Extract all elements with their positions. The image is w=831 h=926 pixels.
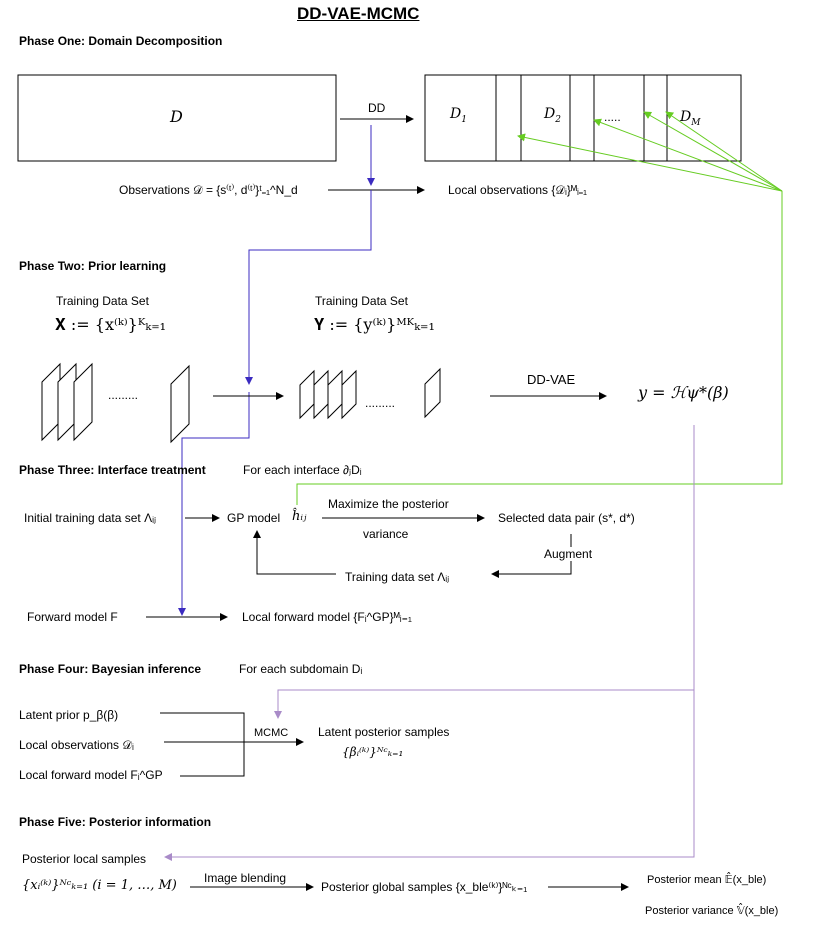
- phase1-heading: Phase One: Domain Decomposition: [19, 34, 223, 48]
- phase4-heading: Phase Four: Bayesian inference: [19, 662, 202, 676]
- augment-arrow: [491, 561, 572, 578]
- local-forward-label: Local forward model {Fᵢ^GP}ᴹᵢ₌₁: [242, 610, 412, 624]
- initial-training-label: Initial training data set Λᵢⱼ: [24, 511, 157, 525]
- y-sheets: [299, 367, 441, 420]
- local-observations-label: Local observations {𝒟ᵢ}ᴹᵢ₌₁: [448, 183, 588, 197]
- local-forward-gp-label: Local forward model Fᵢ^GP: [19, 768, 163, 782]
- blending-label: Image blending: [204, 871, 287, 885]
- variance-label: variance: [363, 527, 409, 541]
- observations-label: Observations 𝒟 = {s⁽ᵗ⁾, d⁽ᵗ⁾}ᵗ₌₁^N_d: [119, 183, 298, 197]
- y-dots: .........: [365, 396, 396, 410]
- training-set-label: Training data set Λᵢⱼ: [345, 570, 450, 584]
- augment-label: Augment: [544, 547, 593, 561]
- decomposition-path: [178, 125, 375, 616]
- subdomain-label: For each subdomain Dᵢ: [239, 662, 363, 676]
- gp-symbol: ĥᵢⱼ: [292, 509, 307, 524]
- generator-label: y = ℋψ*(β): [638, 383, 729, 402]
- gp-model-label: GP model: [227, 511, 281, 525]
- latent-posterior-label: Latent posterior samples: [318, 725, 450, 739]
- subdomain-2-label: D2: [544, 106, 561, 125]
- interface-label: For each interface ∂ⱼDᵢ: [243, 463, 362, 477]
- subdomain-container: [424, 74, 742, 162]
- phase5-heading: Phase Five: Posterior information: [19, 815, 212, 829]
- phase3-heading: Phase Three: Interface treatment: [19, 463, 206, 477]
- phase2-heading: Phase Two: Prior learning: [19, 259, 167, 273]
- x-dots: .........: [108, 388, 139, 402]
- latent-posterior-set: {βᵢ⁽ᵏ⁾}ᴺᶜₖ₌₁: [342, 745, 404, 759]
- train-y-set: 𝐘 := {y⁽ᵏ⁾}ᴹᴷₖ₌₁: [314, 315, 435, 334]
- posterior-variance-label: Posterior variance 𝕍̂(x_ble): [645, 905, 779, 917]
- subdomain-dots: .....: [604, 110, 621, 124]
- ddvae-label: DD-VAE: [527, 372, 576, 387]
- inputs-bracket: [160, 712, 304, 777]
- posterior-local-label: Posterior local samples: [22, 852, 147, 866]
- posterior-global-label: Posterior global samples {x_ble⁽ᵏ⁾}ᴺᶜₖ₌₁: [321, 880, 528, 894]
- subdomain-m-label: DM: [680, 109, 701, 128]
- posterior-local-set: {xᵢ⁽ᵏ⁾}ᴺᶜₖ₌₁ (i = 1, …, M): [22, 878, 177, 893]
- train-x-title: Training Data Set: [56, 294, 149, 308]
- generator-path: [164, 425, 695, 861]
- selected-pair-label: Selected data pair (s*, d*): [498, 511, 635, 525]
- domain-label: D: [170, 107, 183, 126]
- training-to-gp-arrow: [253, 530, 336, 575]
- maximize-label: Maximize the posterior: [328, 497, 449, 511]
- posterior-mean-label: Posterior mean 𝔼̂(x_ble): [647, 874, 767, 886]
- latent-prior-label: Latent prior p_β(β): [19, 708, 119, 722]
- x-sheets: [41, 362, 190, 444]
- forward-model-label: Forward model F: [27, 610, 118, 624]
- dd-label: DD: [368, 101, 386, 115]
- local-obs-label: Local observations 𝒟ᵢ: [19, 738, 134, 752]
- train-x-set: 𝐗 := {x⁽ᵏ⁾}ᴷₖ₌₁: [55, 315, 167, 334]
- domain-box: [17, 74, 337, 162]
- diagram-title: DD-VAE-MCMC: [297, 4, 420, 23]
- train-y-title: Training Data Set: [315, 294, 408, 308]
- mcmc-label: MCMC: [254, 727, 289, 739]
- subdomain-1-label: D1: [450, 106, 467, 125]
- interface-arrows: [296, 111, 783, 505]
